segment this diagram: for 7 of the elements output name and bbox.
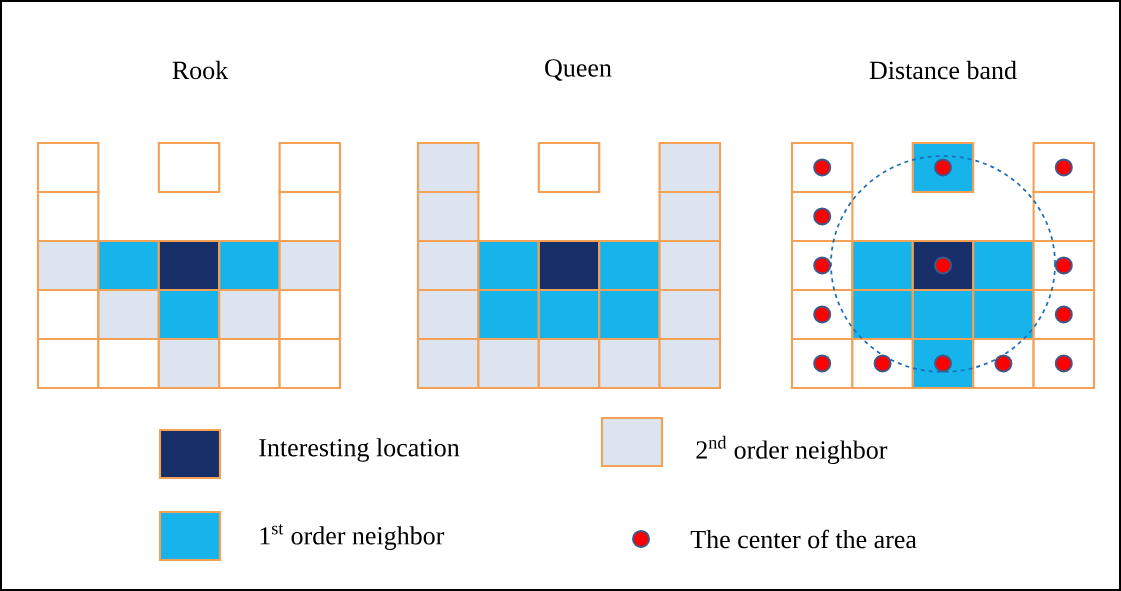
legend-text: The center of the area [690,529,917,549]
legend-text: 1$^{st}$ order neighbor [260,524,445,550]
panel-heading: Queen [545,59,612,81]
legend-text: Interesting location [259,438,460,462]
panel-heading: Distance band [869,60,1017,80]
panel-heading: Rook [172,60,229,80]
legend-text: 2$^{nd}$ order neighbor [696,435,888,465]
